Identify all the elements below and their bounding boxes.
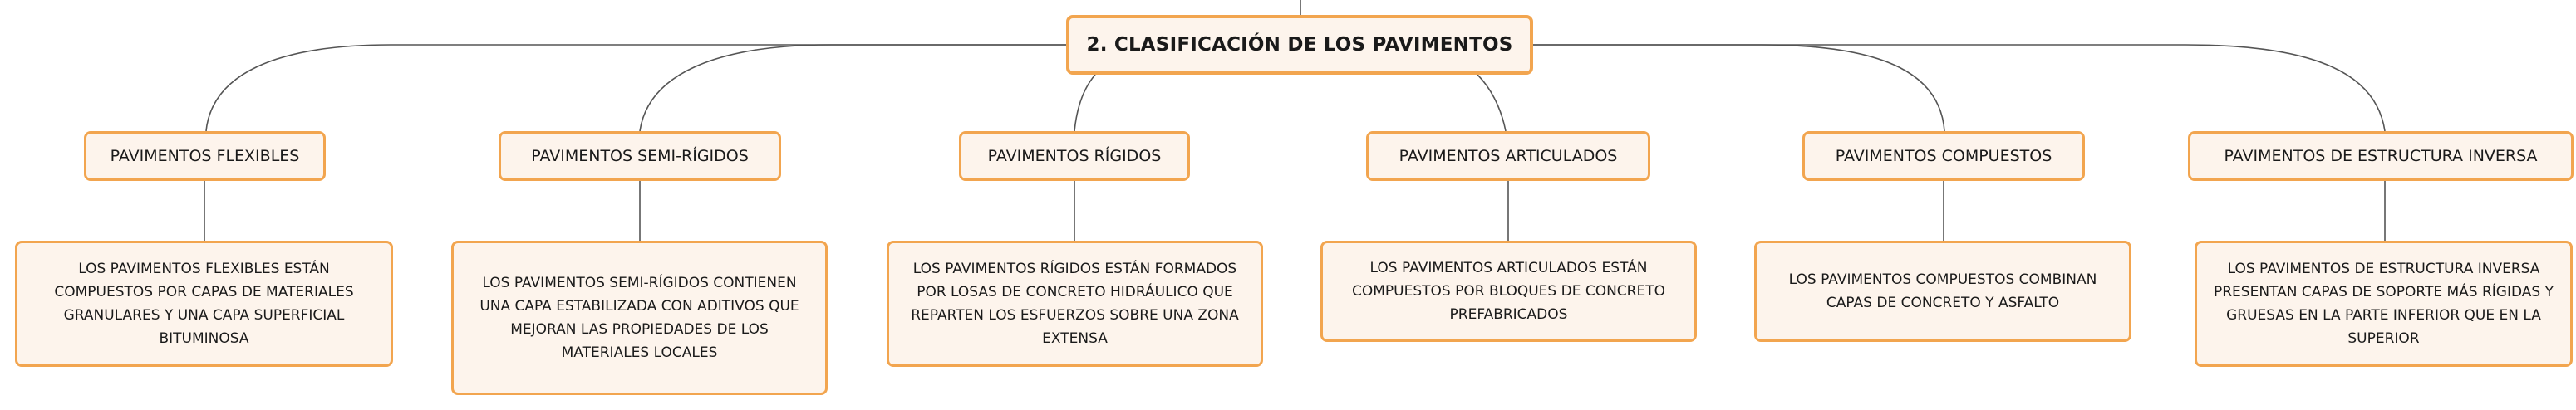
- description-text: LOS PAVIMENTOS DE ESTRUCTURA INVERSA PRE…: [2213, 261, 2554, 347]
- connector-root-semirigidos: [639, 44, 1066, 132]
- description-pavimentos-semi-rigidos[interactable]: LOS PAVIMENTOS SEMI-RÍGIDOS CONTIENEN UN…: [451, 241, 828, 395]
- description-text: LOS PAVIMENTOS SEMI-RÍGIDOS CONTIENEN UN…: [479, 275, 799, 361]
- connector-root-articulados: [1477, 74, 1507, 132]
- description-text: LOS PAVIMENTOS RÍGIDOS ESTÁN FORMADOS PO…: [911, 261, 1239, 347]
- description-pavimentos-estructura-inversa[interactable]: LOS PAVIMENTOS DE ESTRUCTURA INVERSA PRE…: [2195, 241, 2573, 367]
- topic-pavimentos-rigidos[interactable]: PAVIMENTOS RÍGIDOS: [959, 131, 1190, 181]
- topic-pavimentos-semi-rigidos[interactable]: PAVIMENTOS SEMI-RÍGIDOS: [499, 131, 781, 181]
- topic-label: PAVIMENTOS FLEXIBLES: [110, 147, 300, 165]
- topic-label: PAVIMENTOS DE ESTRUCTURA INVERSA: [2224, 147, 2538, 165]
- description-pavimentos-flexibles[interactable]: LOS PAVIMENTOS FLEXIBLES ESTÁN COMPUESTO…: [15, 241, 393, 367]
- connector-root-flexibles: [205, 44, 1066, 132]
- description-pavimentos-articulados[interactable]: LOS PAVIMENTOS ARTICULADOS ESTÁN COMPUES…: [1320, 241, 1697, 342]
- description-pavimentos-rigidos[interactable]: LOS PAVIMENTOS RÍGIDOS ESTÁN FORMADOS PO…: [887, 241, 1263, 367]
- description-text: LOS PAVIMENTOS COMPUESTOS COMBINAN CAPAS…: [1788, 271, 2097, 311]
- connector-root-compuestos: [1533, 44, 1945, 132]
- topic-pavimentos-articulados[interactable]: PAVIMENTOS ARTICULADOS: [1366, 131, 1650, 181]
- topic-pavimentos-estructura-inversa[interactable]: PAVIMENTOS DE ESTRUCTURA INVERSA: [2188, 131, 2574, 181]
- topic-label: PAVIMENTOS COMPUESTOS: [1835, 147, 2052, 165]
- topic-label: PAVIMENTOS SEMI-RÍGIDOS: [531, 147, 749, 165]
- description-text: LOS PAVIMENTOS FLEXIBLES ESTÁN COMPUESTO…: [54, 261, 354, 347]
- topic-pavimentos-compuestos[interactable]: PAVIMENTOS COMPUESTOS: [1802, 131, 2085, 181]
- description-pavimentos-compuestos[interactable]: LOS PAVIMENTOS COMPUESTOS COMBINAN CAPAS…: [1754, 241, 2131, 342]
- topic-label: PAVIMENTOS RÍGIDOS: [987, 147, 1162, 165]
- topic-label: PAVIMENTOS ARTICULADOS: [1399, 147, 1618, 165]
- root-topic[interactable]: 2. CLASIFICACIÓN DE LOS PAVIMENTOS: [1066, 15, 1533, 75]
- root-topic-label: 2. CLASIFICACIÓN DE LOS PAVIMENTOS: [1086, 34, 1513, 56]
- description-text: LOS PAVIMENTOS ARTICULADOS ESTÁN COMPUES…: [1351, 260, 1665, 323]
- connector-root-rigidos: [1074, 74, 1096, 132]
- connector-root-estructura-inversa: [1533, 44, 2386, 132]
- topic-pavimentos-flexibles[interactable]: PAVIMENTOS FLEXIBLES: [84, 131, 326, 181]
